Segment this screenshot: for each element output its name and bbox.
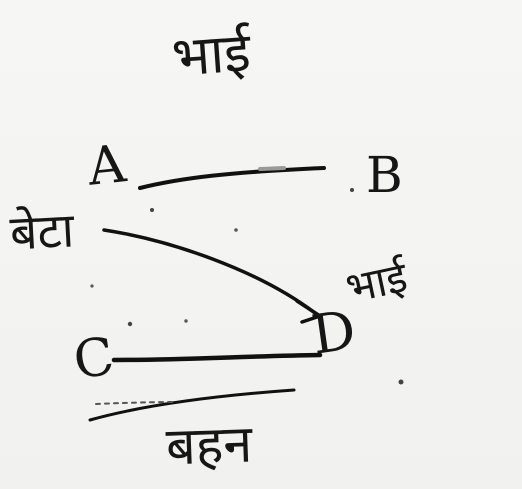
underline-bottom-faint <box>95 401 177 405</box>
speck <box>398 379 404 385</box>
line-c-d <box>111 352 323 363</box>
bottom-label: बहन <box>164 414 254 478</box>
line-a-b <box>138 166 326 190</box>
top-label: भाई <box>169 20 253 89</box>
node-a-label: A <box>84 134 129 198</box>
speck <box>127 321 133 327</box>
arrow-a-to-d <box>102 228 317 315</box>
edge-label-son: बेटा <box>8 202 76 262</box>
speck <box>90 284 94 288</box>
speck <box>350 188 354 192</box>
node-b-label: B <box>366 146 403 204</box>
speck <box>150 208 154 212</box>
edge-label-brother: भाई <box>341 252 412 313</box>
node-c-label: C <box>70 326 118 392</box>
speck <box>184 319 188 323</box>
arrow-head-d <box>295 299 322 324</box>
line-a-b-highlight <box>258 166 286 171</box>
speck <box>234 228 238 232</box>
underline-bottom <box>88 388 296 422</box>
